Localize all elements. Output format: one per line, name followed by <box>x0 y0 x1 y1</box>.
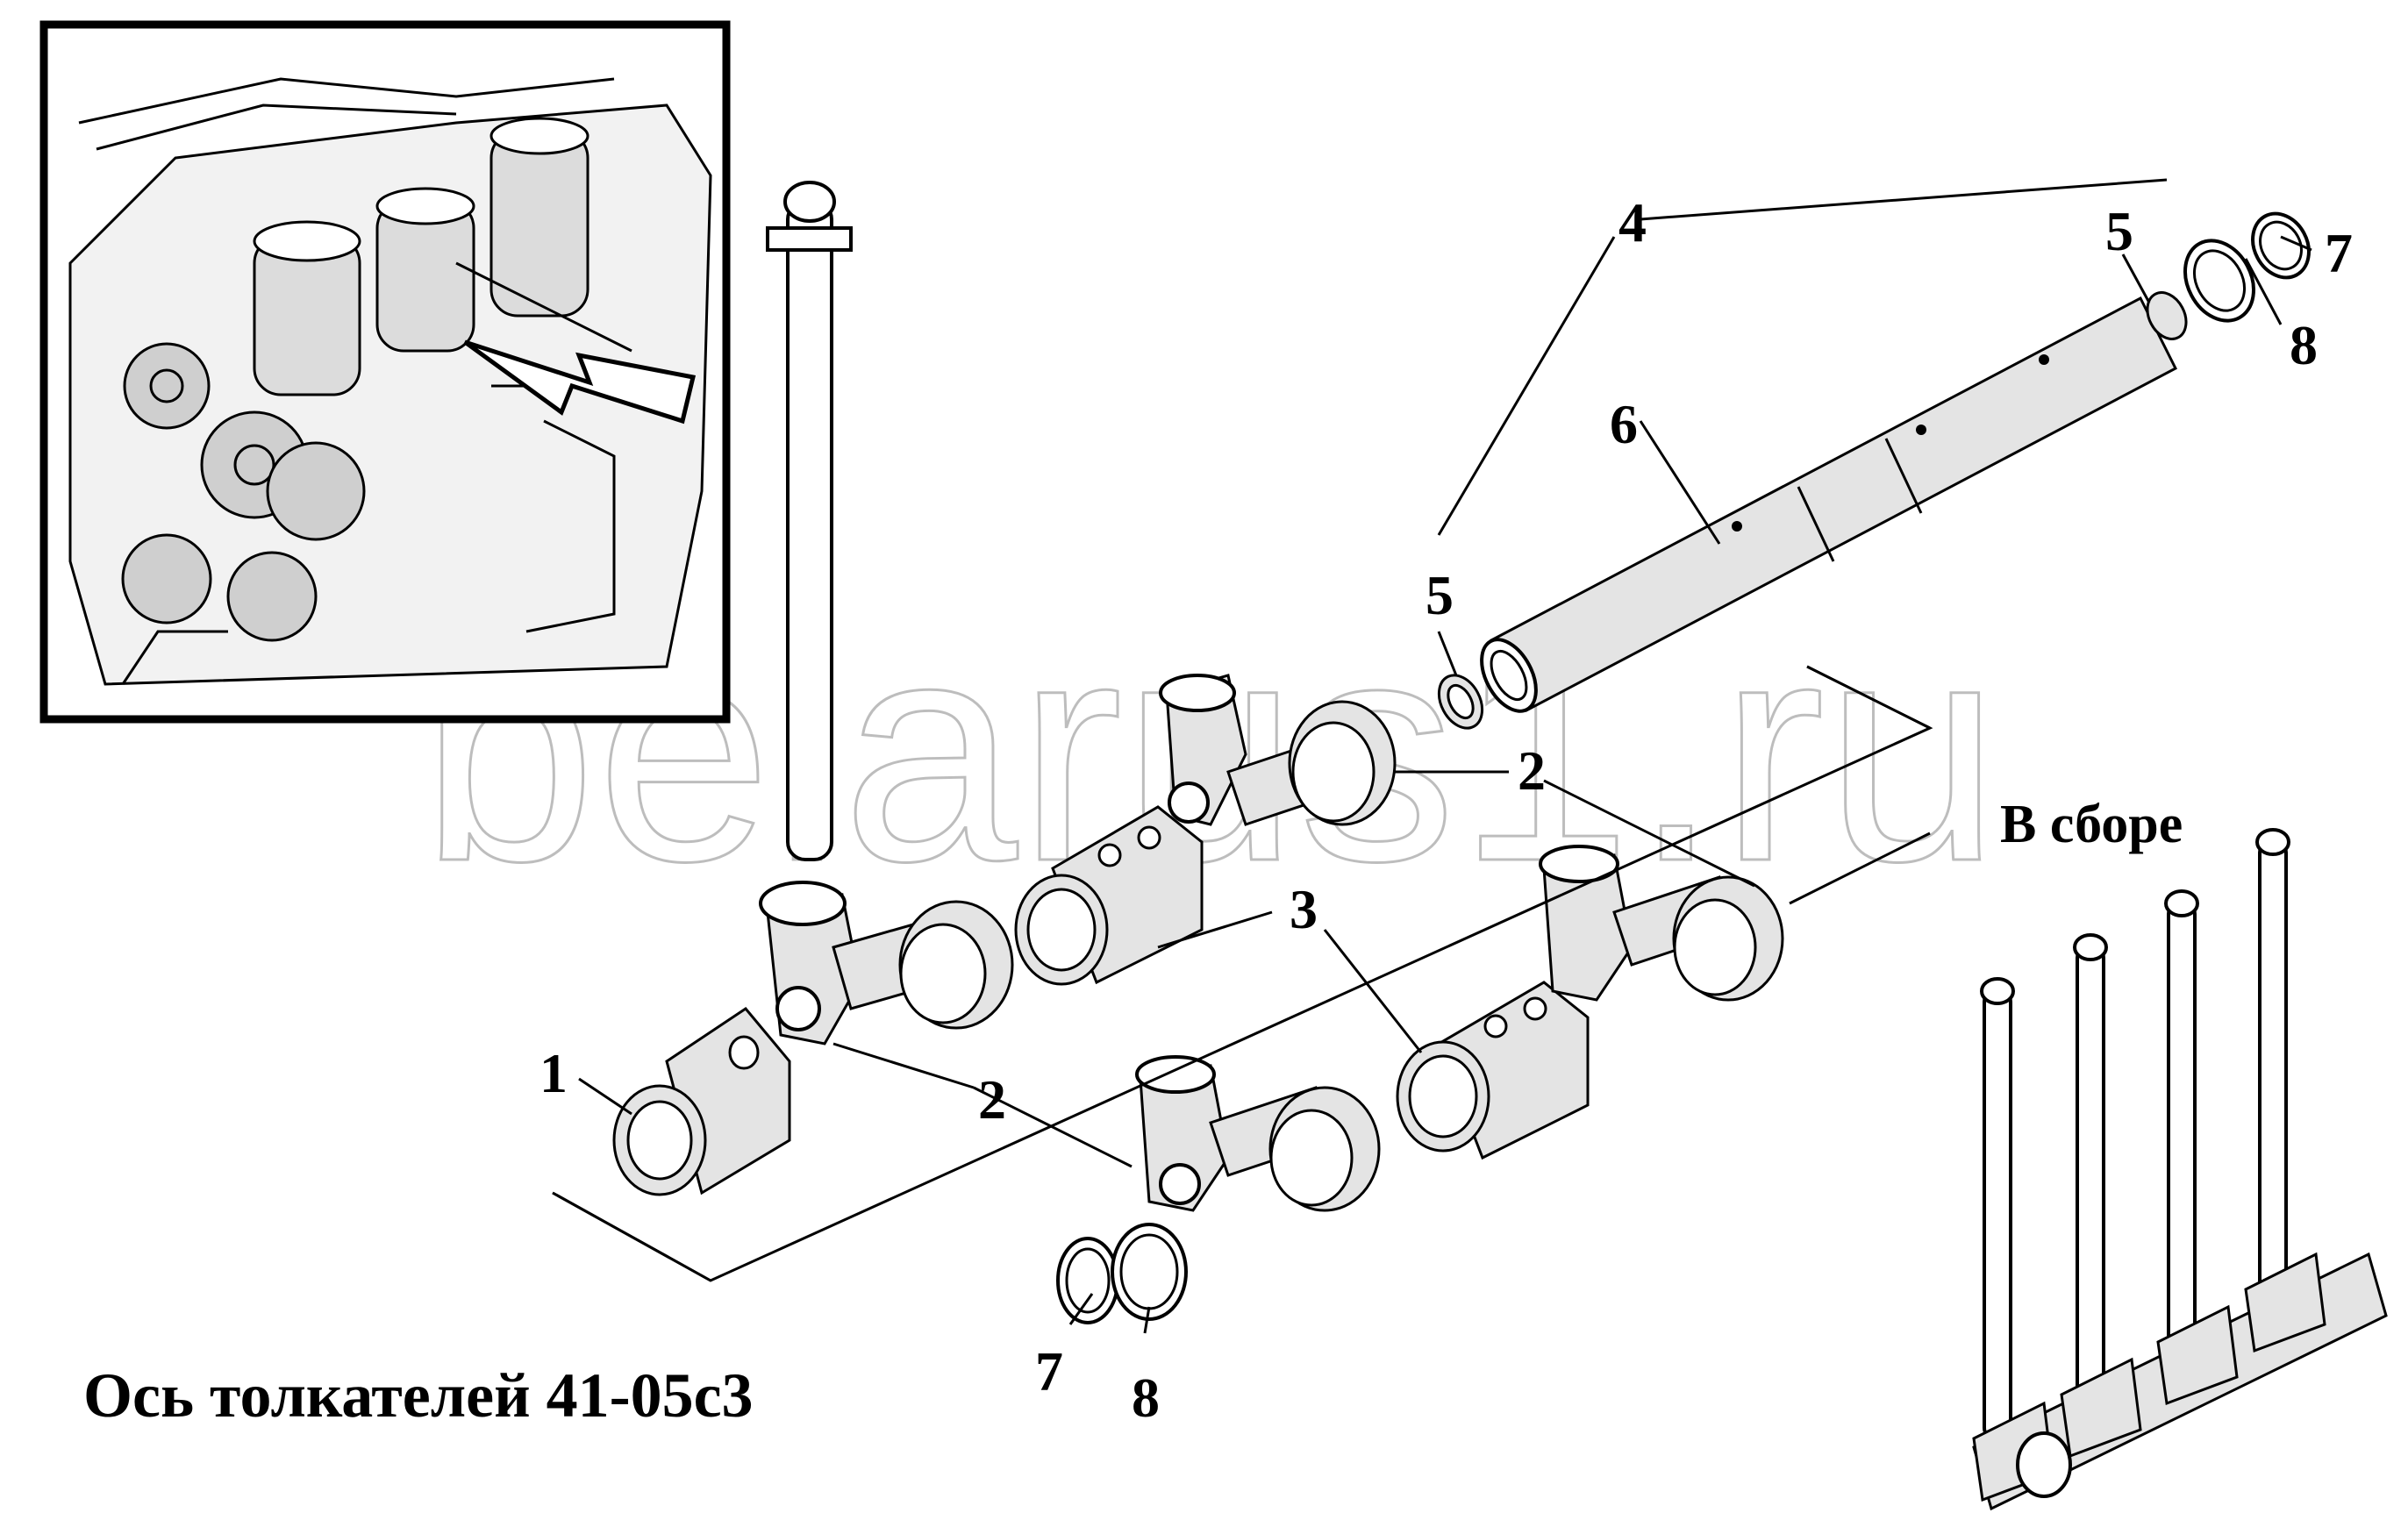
assembled-label: В сборе <box>2000 795 2183 854</box>
rocker-shaft-6 <box>1480 296 2177 713</box>
callout-7-bottom: 7 <box>1035 1340 1063 1402</box>
callout-3: 3 <box>1290 878 1318 940</box>
bushing-5-left <box>1437 674 1484 730</box>
callout-5-right: 5 <box>2105 200 2133 262</box>
callout-labels: 4 5 7 8 6 5 2 3 1 2 7 8 <box>539 191 2353 1429</box>
callout-6: 6 <box>1610 393 1638 455</box>
rocker-body-2-left <box>759 881 1014 1046</box>
callout-5-left: 5 <box>1426 564 1454 626</box>
callout-8-right: 8 <box>2290 314 2318 376</box>
diagram-title: Ось толкателей 41-05с3 <box>83 1360 754 1431</box>
assembled-view <box>1972 828 2388 1511</box>
callout-1: 1 <box>539 1042 568 1104</box>
callout-4: 4 <box>1618 191 1647 253</box>
pusher-body-1 <box>612 1007 791 1196</box>
rocker-body-2-bottom <box>1135 1055 1381 1212</box>
engine-location-inset <box>39 20 731 724</box>
push-rod <box>766 181 853 861</box>
assembly-guide-lines <box>552 665 1933 1282</box>
callout-8-bottom: 8 <box>1132 1367 1160 1429</box>
callout-7-right: 7 <box>2325 222 2353 284</box>
retaining-rings-right <box>2183 211 2311 323</box>
rocker-body-2-top <box>1159 674 1397 826</box>
bushing-5-right <box>2146 291 2188 340</box>
callout-2-bottom: 2 <box>978 1068 1006 1131</box>
rocker-body-3-top <box>1014 805 1204 986</box>
callout-2-top: 2 <box>1518 739 1546 802</box>
rocker-body-3-bottom <box>1396 981 1590 1160</box>
retaining-rings-bottom <box>1056 1223 1188 1324</box>
leader-lines <box>578 178 2312 1334</box>
rocker-body-2-right <box>1539 845 1784 1002</box>
